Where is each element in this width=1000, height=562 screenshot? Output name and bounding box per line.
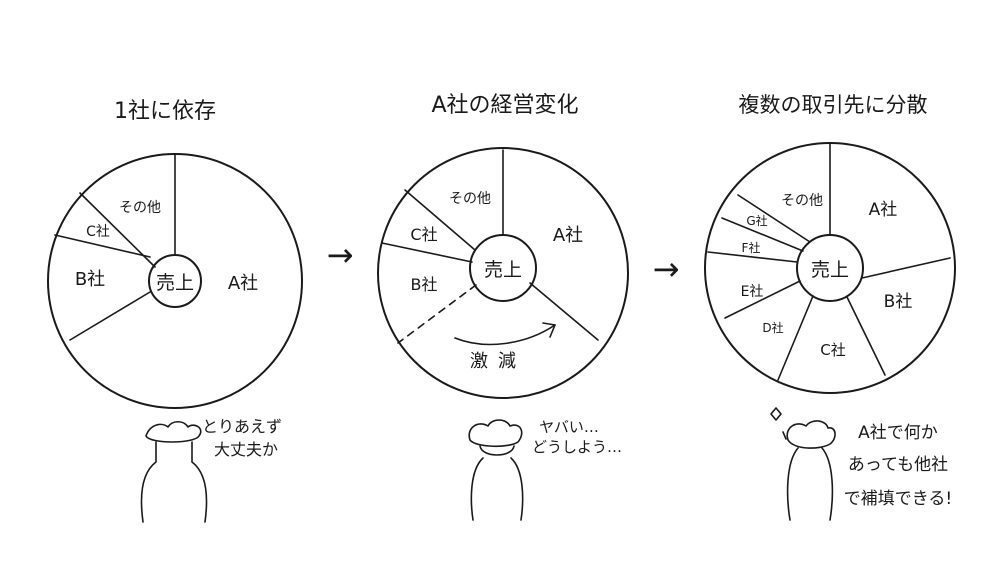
segment-label-c: C社 <box>86 224 110 240</box>
decrease-arrow-head <box>542 322 556 338</box>
divider-line <box>721 217 804 252</box>
speech-line: とりあえず <box>202 417 282 436</box>
panel-company-a-change: A社の経営変化 売上 A社 B社 C社 その他 激減 ヤバい… どうしよう… <box>377 93 629 521</box>
person-body <box>140 441 208 523</box>
person-hair <box>145 420 202 443</box>
segment-label-a: A社 <box>869 200 898 220</box>
speech-text: とりあえず 大丈夫か <box>202 417 282 459</box>
person-body <box>786 447 834 521</box>
segment-label-g: G社 <box>746 213 767 228</box>
segment-label-other: その他 <box>781 193 823 209</box>
divider-line-dashed <box>397 284 477 344</box>
center-label: 売上 <box>484 259 522 281</box>
donut-chart: 売上 A社 B社 C社 D社 E社 F社 G社 その他 <box>704 142 956 394</box>
divider-line <box>846 296 886 376</box>
segment-label-other: その他 <box>119 200 161 216</box>
speech-line: 大丈夫か <box>214 440 278 459</box>
speech-line: で補填できる! <box>844 489 952 509</box>
person-body <box>470 457 524 521</box>
panel-title: 複数の取引先に分散 <box>739 93 928 117</box>
person-figure <box>468 419 524 521</box>
divider-line <box>737 194 811 243</box>
segment-label-a: A社 <box>228 273 258 294</box>
arrow-icon: → <box>653 250 680 288</box>
center-label: 売上 <box>156 272 194 294</box>
segment-label-f: F社 <box>742 240 761 255</box>
speech-line: あっても他社 <box>848 455 948 475</box>
segment-label-other: その他 <box>449 191 491 207</box>
segment-label-a: A社 <box>553 225 583 246</box>
speech-text: ヤバい… どうしよう… <box>532 418 622 456</box>
divider-line <box>777 295 814 381</box>
divider-line <box>707 251 798 263</box>
segment-label-c: C社 <box>820 341 845 359</box>
person-face <box>479 445 515 456</box>
person-hair <box>468 419 523 448</box>
speech-text: A社で何か あっても他社 で補填できる! <box>844 423 952 509</box>
person-figure <box>770 407 836 521</box>
panel-one-company: 1社に依存 売上 A社 B社 C社 その他 とりあえず 大丈夫か <box>47 99 303 523</box>
donut-chart: 売上 A社 B社 C社 その他 激減 <box>377 147 629 399</box>
segment-label-b: B社 <box>411 275 438 294</box>
divider-line <box>381 242 473 263</box>
divider-line <box>724 280 801 319</box>
person-hair <box>786 420 836 449</box>
divider-line <box>54 234 151 258</box>
sparkle-icon <box>770 407 787 440</box>
segment-label-c: C社 <box>410 225 437 244</box>
panel-multiple-clients: 複数の取引先に分散 売上 A社 B社 C社 D社 E社 F社 G社 その他 <box>704 93 956 521</box>
divider-line <box>404 189 476 251</box>
person-figure <box>140 420 208 523</box>
outer-ring <box>377 147 629 399</box>
divider-line <box>529 282 599 341</box>
speech-line: ヤバい… <box>539 418 599 436</box>
segment-label-d: D社 <box>762 320 783 335</box>
decrease-arrow <box>454 324 556 346</box>
arrow-icon: → <box>327 236 354 274</box>
segment-label-b: B社 <box>884 292 913 312</box>
speech-line: どうしよう… <box>532 438 622 456</box>
segment-label-b: B社 <box>75 269 105 290</box>
donut-chart: 売上 A社 B社 C社 その他 <box>47 153 303 409</box>
speech-line: A社で何か <box>858 423 938 443</box>
center-label: 売上 <box>811 259 849 281</box>
decrease-note: 激減 <box>470 351 526 372</box>
divider-line <box>69 291 151 341</box>
divider-line <box>861 257 951 279</box>
panel-title: 1社に依存 <box>114 99 216 124</box>
panel-title: A社の経営変化 <box>431 93 578 118</box>
segment-label-e: E社 <box>741 284 764 300</box>
